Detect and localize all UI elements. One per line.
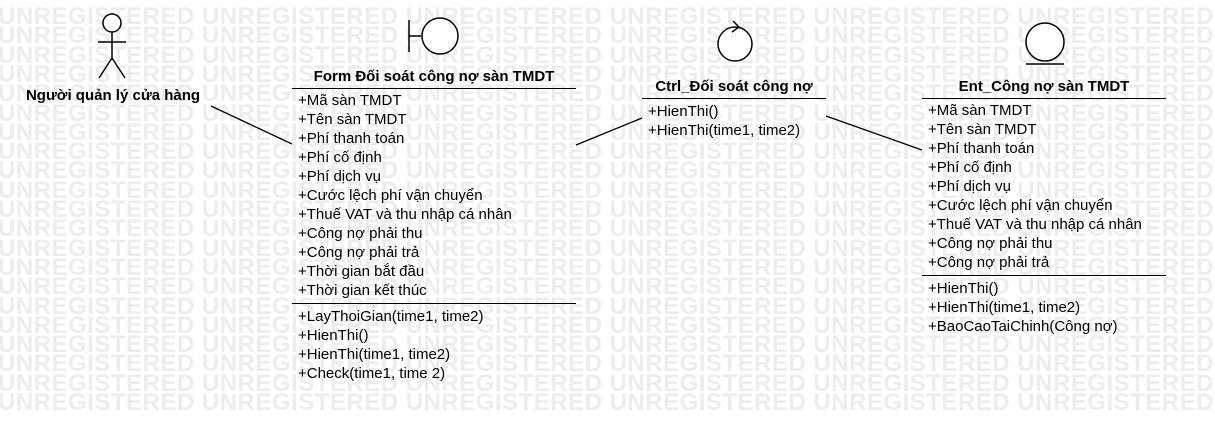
attribute-row: +Công nợ phải trả xyxy=(298,244,420,261)
form-class-title: Form Đối soát công nợ sàn TMDT xyxy=(313,68,555,85)
entity-class-title-divider xyxy=(922,98,1166,99)
entity-icon xyxy=(1025,22,1065,65)
ctrl-class-title: Ctrl_Đối soát công nợ xyxy=(655,78,813,95)
boundary-icon xyxy=(408,17,459,55)
attribute-row: +Mã sàn TMDT xyxy=(298,92,402,109)
form-class-operations: +LayThoiGian(time1, time2) +HienThi() +H… xyxy=(292,304,576,383)
entity-class-ops-divider xyxy=(922,275,1166,276)
attribute-row: +Phí dịch vụ xyxy=(298,168,381,185)
form-class-box[interactable]: Form Đối soát công nợ sàn TMDT +Mã sàn T… xyxy=(292,66,576,383)
ctrl-class-box[interactable]: Ctrl_Đối soát công nợ +HienThi() +HienTh… xyxy=(642,76,826,140)
attribute-row: +Phí thanh toán xyxy=(928,140,1035,157)
attribute-row: +Phí cố định xyxy=(928,159,1012,176)
attribute-row: +Phí thanh toán xyxy=(298,130,405,147)
actor-to-form-line xyxy=(210,105,293,145)
entity-class-box[interactable]: Ent_Công nợ sàn TMDT +Mã sàn TMDT +Tên s… xyxy=(922,76,1166,336)
operation-row: +HienThi() xyxy=(928,280,999,297)
operation-row: +HienThi(time1, time2) xyxy=(648,122,801,139)
operation-row: +HienThi(time1, time2) xyxy=(928,299,1081,316)
entity-class-attributes: +Mã sàn TMDT +Tên sàn TMDT +Phí thanh to… xyxy=(922,99,1166,275)
attribute-row: +Thời gian kết thúc xyxy=(298,282,427,299)
attribute-row: +Thuế VAT và thu nhập cá nhân xyxy=(298,206,512,223)
attribute-row: +Cước lệch phí vận chuyển xyxy=(928,197,1113,214)
operation-row: +BaoCaoTaiChinh(Công nợ) xyxy=(928,318,1118,335)
form-to-ctrl-line xyxy=(575,117,643,146)
attribute-row: +Phí cố định xyxy=(298,149,382,166)
ctrl-class-operations: +HienThi() +HienThi(time1, time2) xyxy=(642,99,826,140)
control-icon xyxy=(717,20,753,62)
actor-name: Người quản lý cửa hàng xyxy=(25,87,201,104)
attribute-row: +Công nợ phải thu xyxy=(298,225,423,242)
operation-row: +Check(time1, time 2) xyxy=(298,365,446,382)
operation-row: +LayThoiGian(time1, time2) xyxy=(298,308,484,325)
operation-row: +HienThi() xyxy=(648,103,719,120)
form-class-ops-divider xyxy=(292,303,576,304)
entity-class-operations: +HienThi() +HienThi(time1, time2) +BaoCa… xyxy=(922,276,1166,336)
form-class-attributes: +Mã sàn TMDT +Tên sàn TMDT +Phí thanh to… xyxy=(292,89,576,303)
operation-row: +HienThi() xyxy=(298,327,369,344)
attribute-row: +Thuế VAT và thu nhập cá nhân xyxy=(928,216,1142,233)
form-class-title-divider xyxy=(292,88,576,89)
attribute-row: +Tên sàn TMDT xyxy=(298,111,407,128)
ctrl-to-entity-line xyxy=(825,115,923,151)
stick-figure-actor-icon xyxy=(98,13,126,79)
attribute-row: +Công nợ phải thu xyxy=(928,235,1053,252)
attribute-row: +Thời gian bắt đầu xyxy=(298,263,425,280)
attribute-row: +Mã sàn TMDT xyxy=(928,102,1032,119)
attribute-row: +Cước lệch phí vận chuyển xyxy=(298,187,483,204)
ctrl-class-title-divider xyxy=(642,98,826,99)
attribute-row: +Tên sàn TMDT xyxy=(928,121,1037,138)
attribute-row: +Phí dịch vụ xyxy=(928,178,1011,195)
operation-row: +HienThi(time1, time2) xyxy=(298,346,451,363)
entity-class-title: Ent_Công nợ sàn TMDT xyxy=(958,78,1130,95)
attribute-row: +Công nợ phải trả xyxy=(928,254,1050,271)
